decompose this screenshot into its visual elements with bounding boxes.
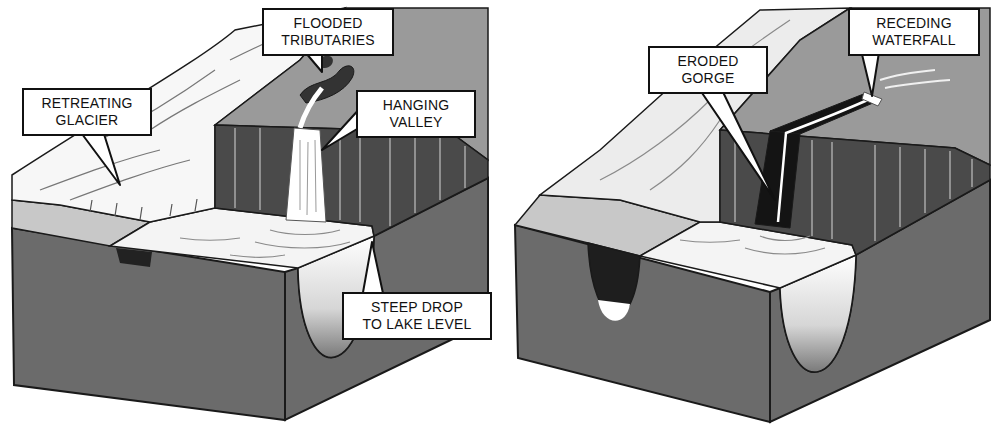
waterfall — [286, 128, 326, 222]
stream-notch — [116, 248, 152, 267]
upper-stream — [880, 70, 950, 88]
lake-ripple — [180, 230, 350, 257]
callout-label: HANGING VALLEY — [366, 97, 466, 131]
callout-box: ERODED GORGE — [648, 46, 768, 94]
callout-box: FLOODED TRIBUTARIES — [262, 8, 394, 56]
callout-label: STEEP DROP TO LAKE LEVEL — [352, 299, 482, 333]
callout-label: RECEDING WATERFALL — [858, 15, 970, 49]
callout-label: RETREATING GLACIER — [32, 95, 142, 129]
cliff-striation — [235, 128, 465, 226]
callout-box: HANGING VALLEY — [356, 90, 476, 138]
callout-tail — [362, 242, 384, 298]
callout-box: RECEDING WATERFALL — [848, 8, 980, 56]
callout-label: FLOODED TRIBUTARIES — [272, 15, 384, 49]
flooded-tributary — [300, 66, 354, 103]
ice-front — [90, 199, 197, 220]
callout-tail — [700, 90, 775, 200]
callout-box: RETREATING GLACIER — [22, 88, 152, 136]
lake-ripple — [680, 236, 825, 254]
cliff-face — [215, 125, 488, 236]
callout-tail — [82, 134, 120, 185]
gorge-water — [598, 300, 630, 321]
callout-label: ERODED GORGE — [658, 53, 758, 87]
hanging-stream — [300, 88, 322, 128]
gorge-stream — [778, 98, 872, 222]
callout-box: STEEP DROP TO LAKE LEVEL — [342, 292, 492, 340]
waterfall-streak — [300, 140, 316, 215]
